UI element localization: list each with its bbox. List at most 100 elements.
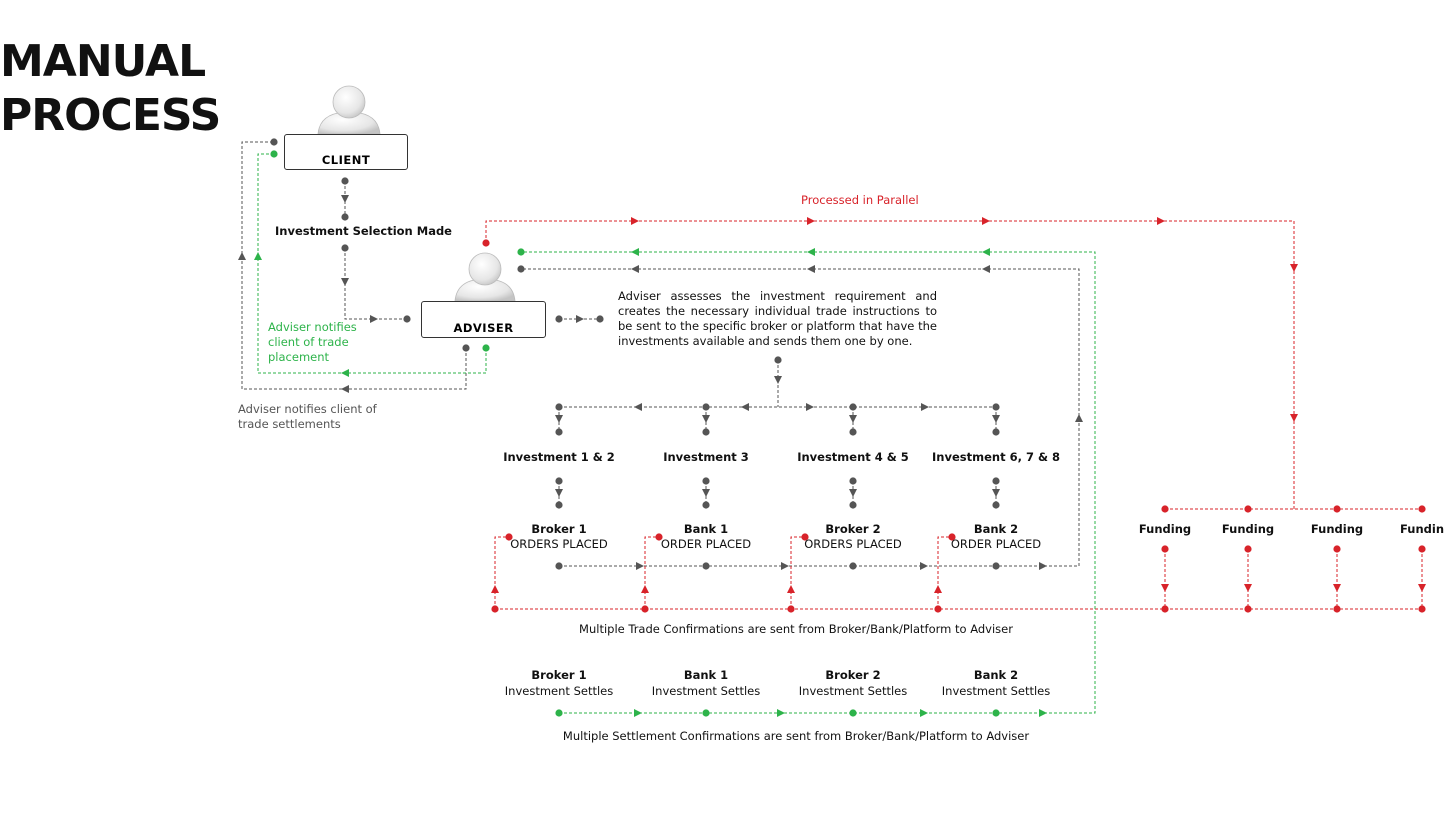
node-dot xyxy=(517,248,525,256)
connector-line xyxy=(241,141,467,390)
node-dot xyxy=(849,501,857,509)
node-dot xyxy=(1161,605,1169,613)
arrow-head xyxy=(576,315,584,323)
node-dot xyxy=(992,709,1000,717)
settlement-name: Broker 1 xyxy=(531,668,587,682)
arrow-head xyxy=(920,709,928,717)
arrow-head xyxy=(341,369,349,377)
title-line-1: MANUAL xyxy=(0,36,206,87)
node-dot xyxy=(702,403,710,411)
arrow-head xyxy=(631,217,639,225)
node-dot xyxy=(1333,605,1341,613)
node-dot xyxy=(555,562,563,570)
arrow-head xyxy=(1418,584,1426,592)
title-line-2: PROCESS xyxy=(0,90,221,141)
node-dot xyxy=(462,344,470,352)
node-dot xyxy=(655,533,663,541)
arrow-head xyxy=(774,376,782,384)
arrow-head xyxy=(341,385,349,393)
node-dot xyxy=(555,709,563,717)
notify-placement-line-3: placement xyxy=(268,350,330,364)
node-dot xyxy=(774,356,782,364)
node-dot xyxy=(1418,605,1426,613)
trade-confirmations-label: Multiple Trade Confirmations are sent fr… xyxy=(579,622,1013,636)
settlement-status: Investment Settles xyxy=(798,684,908,698)
arrow-head xyxy=(1244,584,1252,592)
notify-placement-line-1: Adviser notifies xyxy=(268,320,357,334)
arrow-head xyxy=(982,248,990,256)
node-dot xyxy=(992,403,1000,411)
node-dot xyxy=(702,562,710,570)
node-dot xyxy=(555,477,563,485)
node-dot xyxy=(341,177,349,185)
arrow-head xyxy=(807,217,815,225)
arrow-head xyxy=(1039,709,1047,717)
arrow-head xyxy=(341,278,349,286)
funding-label: Funding xyxy=(1400,522,1444,536)
node-dot xyxy=(517,265,525,273)
arrow-head xyxy=(555,415,563,423)
investment-label: Investment 3 xyxy=(663,450,749,464)
node-dot xyxy=(491,605,499,613)
settlement-status: Investment Settles xyxy=(941,684,1051,698)
arrow-head xyxy=(634,403,642,411)
notify-settlement-line-2: trade settlements xyxy=(238,417,341,431)
node-dot xyxy=(555,428,563,436)
processed-parallel-label: Processed in Parallel xyxy=(801,193,919,207)
order-name: Bank 1 xyxy=(683,522,729,536)
arrow-head xyxy=(1290,264,1298,272)
node-dot xyxy=(1244,505,1252,513)
arrow-head xyxy=(921,403,929,411)
funding-label: Funding xyxy=(1310,522,1364,536)
arrow-head xyxy=(807,248,815,256)
arrow-head xyxy=(631,248,639,256)
arrow-head xyxy=(491,585,499,593)
arrow-head xyxy=(370,315,378,323)
arrow-head xyxy=(641,585,649,593)
connector-line xyxy=(257,153,487,374)
arrow-head xyxy=(341,195,349,203)
connector-line xyxy=(494,536,509,609)
settlement-status: Investment Settles xyxy=(651,684,761,698)
node-dot xyxy=(992,562,1000,570)
order-name: Broker 2 xyxy=(825,522,881,536)
node-dot xyxy=(555,501,563,509)
order-name: Broker 1 xyxy=(531,522,587,536)
arrow-head xyxy=(634,709,642,717)
node-dot xyxy=(1418,505,1426,513)
node-dot xyxy=(992,428,1000,436)
arrow-head xyxy=(1290,414,1298,422)
node-dot xyxy=(702,501,710,509)
node-dot xyxy=(787,605,795,613)
node-dot xyxy=(270,138,278,146)
arrow-head xyxy=(741,403,749,411)
node-dot xyxy=(702,428,710,436)
node-dot xyxy=(934,605,942,613)
client-person-icon xyxy=(317,85,381,135)
funding-label: Funding xyxy=(1221,522,1275,536)
node-dot xyxy=(596,315,604,323)
arrow-head xyxy=(254,252,262,260)
node-dot xyxy=(1418,545,1426,553)
node-dot xyxy=(1161,545,1169,553)
connector-line xyxy=(937,536,952,609)
arrow-head xyxy=(807,265,815,273)
arrow-head xyxy=(238,252,246,260)
connector-line xyxy=(521,251,1096,714)
arrow-head xyxy=(849,489,857,497)
arrow-head xyxy=(787,585,795,593)
notify-placement-line-2: client of trade xyxy=(268,335,349,349)
connector-line xyxy=(521,268,1080,567)
connector-line xyxy=(790,536,805,609)
arrow-head xyxy=(781,562,789,570)
adviser-label: ADVISER xyxy=(453,321,514,335)
settlement-status: Investment Settles xyxy=(504,684,614,698)
arrow-head xyxy=(555,489,563,497)
adviser-description: Adviser assesses the investment requirem… xyxy=(618,289,937,348)
investment-selection-label: Investment Selection Made xyxy=(275,224,452,238)
investment-label: Investment 6, 7 & 8 xyxy=(932,450,1060,464)
node-dot xyxy=(341,244,349,252)
arrow-head xyxy=(1333,584,1341,592)
arrow-head xyxy=(806,403,814,411)
